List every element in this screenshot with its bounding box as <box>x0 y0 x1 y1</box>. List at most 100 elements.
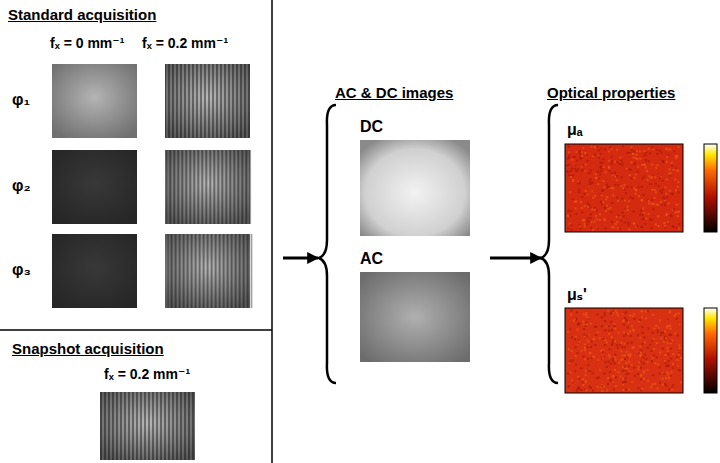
map-noise <box>627 355 629 357</box>
map-noise <box>641 343 643 345</box>
map-noise <box>670 334 672 336</box>
map-noise <box>651 219 653 221</box>
map-noise <box>590 213 592 215</box>
map-noise <box>623 335 625 337</box>
map-noise <box>585 190 587 192</box>
map-noise <box>665 354 667 356</box>
map-noise <box>652 175 654 177</box>
map-noise <box>594 221 596 223</box>
map-noise <box>644 223 646 225</box>
map-noise <box>631 149 633 151</box>
map-noise <box>631 161 633 163</box>
map-noise <box>570 170 572 172</box>
map-noise <box>645 166 647 168</box>
map-noise <box>676 169 678 171</box>
map-noise <box>571 159 573 161</box>
map-noise <box>664 360 666 362</box>
map-noise <box>665 187 667 189</box>
map-noise <box>639 337 641 339</box>
map-noise <box>642 177 644 179</box>
map-noise <box>598 376 600 378</box>
map-noise <box>616 179 618 181</box>
map-noise <box>667 342 669 344</box>
map-noise <box>610 163 612 165</box>
colorbar <box>704 144 717 232</box>
map-noise <box>645 218 647 220</box>
map-noise <box>578 340 580 342</box>
map-noise <box>599 219 601 221</box>
map-noise <box>648 160 650 162</box>
map-noise <box>670 348 672 350</box>
map-noise <box>584 347 586 349</box>
map-noise <box>644 341 646 343</box>
map-noise <box>640 378 642 380</box>
map-noise <box>569 371 571 373</box>
map-noise <box>586 339 588 341</box>
map-noise <box>569 191 571 193</box>
map-noise <box>568 154 570 156</box>
map-noise <box>601 384 603 386</box>
map-noise <box>596 177 598 179</box>
map-noise <box>574 163 576 165</box>
phase-label: φ₃ <box>12 261 31 279</box>
map-noise <box>671 388 673 390</box>
map-noise <box>647 347 649 349</box>
map-noise <box>634 375 636 377</box>
map-noise <box>628 153 630 155</box>
map-noise <box>571 336 573 338</box>
map-noise <box>676 318 678 320</box>
map-noise <box>635 189 637 191</box>
map-noise <box>580 367 582 369</box>
map-noise <box>617 200 619 202</box>
map-noise <box>586 339 588 341</box>
map-noise <box>662 332 664 334</box>
map-noise <box>602 351 604 353</box>
map-noise <box>646 170 648 172</box>
map-noise <box>570 176 572 178</box>
map-noise <box>632 197 634 199</box>
map-noise <box>643 362 645 364</box>
map-noise <box>627 327 629 329</box>
map-noise <box>615 359 617 361</box>
map-noise <box>604 148 606 150</box>
map-noise <box>604 312 606 314</box>
map-noise <box>582 147 584 149</box>
map-noise <box>597 359 599 361</box>
acquisition-panel: Standard acquisition <box>0 0 272 330</box>
map-noise <box>608 167 610 169</box>
map-noise <box>626 168 628 170</box>
map-noise <box>604 320 606 322</box>
map-noise <box>662 180 664 182</box>
map-noise <box>652 147 654 149</box>
map-noise <box>638 195 640 197</box>
map-noise <box>594 344 596 346</box>
map-noise <box>633 313 635 315</box>
map-noise <box>626 319 628 321</box>
scattering-map <box>565 308 683 393</box>
map-noise <box>666 327 668 329</box>
map-noise <box>600 170 602 172</box>
map-noise <box>657 215 659 217</box>
map-noise <box>585 370 587 372</box>
map-noise <box>659 160 661 162</box>
map-noise <box>611 156 613 158</box>
map-noise <box>604 219 606 221</box>
map-noise <box>612 375 614 377</box>
map-noise <box>569 328 571 330</box>
map-noise <box>652 314 654 316</box>
map-noise <box>675 167 677 169</box>
map-noise <box>667 353 669 355</box>
map-noise <box>617 184 619 186</box>
map-noise <box>615 223 617 225</box>
map-noise <box>581 155 583 157</box>
map-noise <box>654 176 656 178</box>
map-noise <box>638 366 640 368</box>
map-noise <box>667 148 669 150</box>
map-noise <box>641 349 643 351</box>
frequency-label: fₓ = 0 mm⁻¹ <box>50 35 124 51</box>
map-noise <box>582 355 584 357</box>
map-noise <box>615 385 617 387</box>
map-noise <box>679 347 681 349</box>
map-noise <box>572 359 574 361</box>
